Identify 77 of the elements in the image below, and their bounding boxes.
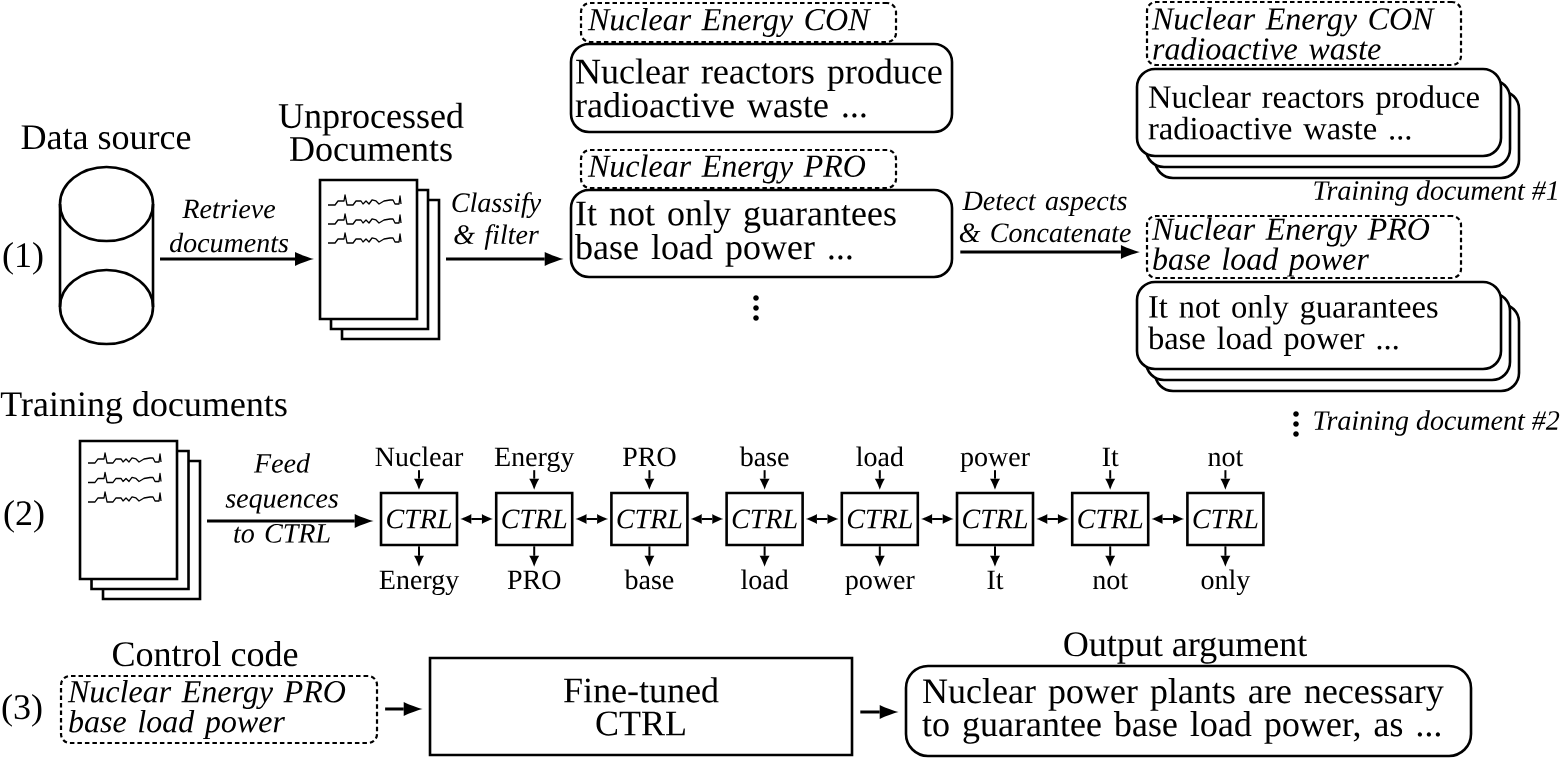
step-number: (2) [4, 500, 44, 533]
token-label: power [960, 452, 1030, 472]
arrow [960, 245, 1140, 259]
stacked-text-box: Nuclear reactors produce radioactive waste ... [1135, 67, 1521, 180]
token-label: PRO [507, 570, 561, 590]
model-box: CTRL [725, 491, 804, 547]
token-label: base [739, 446, 789, 467]
arrow [1105, 545, 1116, 567]
double-arrow [1036, 514, 1069, 524]
model-box: Fine-tuned CTRL [428, 656, 854, 757]
arrow [414, 545, 424, 567]
arrow [990, 545, 1000, 567]
model-box: CTRL [379, 491, 459, 547]
arrow [644, 545, 655, 567]
arrow [207, 514, 374, 528]
dashed-text-box: Nuclear Energy PRO base load power [1145, 214, 1463, 280]
heading: Training documents [0, 391, 287, 424]
arrow [759, 545, 770, 567]
token-label: base [624, 569, 674, 590]
heading: Output argument [1064, 632, 1307, 664]
edge-label: Detect aspects & Concatenate [959, 191, 1131, 243]
model-box: CTRL [840, 491, 920, 547]
edge-label: Feed sequences to CTRL [225, 453, 338, 543]
rounded-text-box: Nuclear power plants are necessary to guarantee base load power, as ... [904, 664, 1473, 758]
arrow [644, 469, 655, 490]
double-arrow [1151, 514, 1185, 524]
arrow [529, 469, 540, 490]
heading: Control code [113, 641, 298, 667]
token-label: It [987, 570, 1004, 590]
arrow [446, 252, 564, 266]
heading: Data source [21, 125, 191, 150]
arrow [990, 469, 1000, 490]
double-arrow [805, 514, 839, 524]
token-label: PRO [623, 447, 676, 467]
double-arrow [575, 514, 609, 524]
token-label: Energy [379, 570, 460, 596]
dashed-text-box: Nuclear Energy PRO [579, 148, 898, 190]
token-label: Nuclear [375, 446, 464, 467]
token-label: Energy [494, 447, 575, 473]
edge-label: Retrieve documents [170, 199, 289, 253]
dashed-text-box: Nuclear Energy CON radioactive waste [1145, 0, 1463, 67]
rounded-text-box: Nuclear reactors produce radioactive waste ... [569, 42, 954, 134]
model-box: CTRL [1186, 491, 1265, 547]
heading: Unprocessed Documents [278, 102, 464, 162]
arrow [1220, 545, 1231, 567]
rounded-text-box: It not only guarantees base load power ... [569, 188, 954, 279]
model-box: CTRL [610, 491, 689, 547]
arrow [874, 469, 885, 490]
token-label: load [856, 446, 904, 467]
arrow [1105, 469, 1116, 490]
model-box: CTRL [955, 491, 1035, 547]
arrow [874, 545, 885, 567]
step-number: (1) [3, 242, 43, 275]
token-label: only [1201, 569, 1251, 596]
arrow [385, 702, 423, 716]
token-label: load [741, 569, 789, 590]
edge-label: Classify & filter [452, 192, 542, 250]
model-box: CTRL [1070, 491, 1150, 547]
double-arrow [460, 514, 493, 524]
token-label: not [1208, 450, 1244, 467]
double-arrow [921, 514, 954, 524]
dashed-text-box: Nuclear Energy CON [579, 1, 898, 44]
arrow [759, 469, 770, 490]
model-box: CTRL [494, 491, 574, 547]
stacked-text-box: It not only guarantees base load power ... [1135, 280, 1521, 393]
arrow [860, 705, 899, 719]
dashed-text-box: Nuclear Energy PRO base load power [59, 674, 379, 745]
node-label: Training document #2 [1314, 410, 1560, 436]
arrow [529, 545, 540, 567]
node-label: Training document #1 [1314, 180, 1557, 206]
token-label: It [1102, 447, 1119, 467]
double-arrow [690, 514, 724, 524]
arrow [1220, 469, 1231, 490]
arrow [414, 469, 424, 490]
token-label: power [845, 575, 915, 595]
token-label: not [1092, 573, 1128, 590]
arrow [160, 252, 314, 266]
